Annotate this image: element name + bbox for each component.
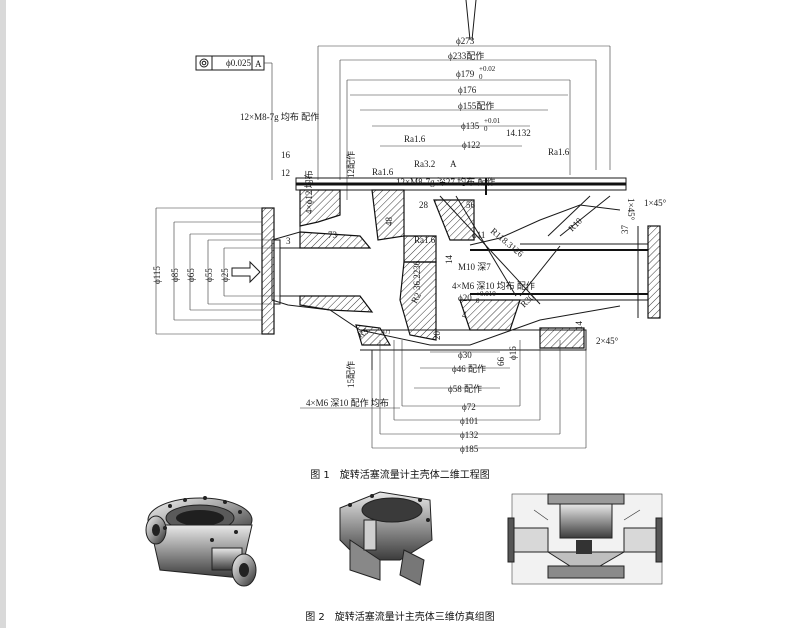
dim-d115: ϕ115 (152, 266, 162, 284)
dim-37: 37 (620, 225, 630, 235)
thread-4xm6-b: 4×M6 深10 配作 均布 (306, 397, 389, 408)
dim-12: 12 (281, 168, 290, 178)
dim-73: 73 (328, 230, 338, 240)
figure1-title: 旋转活塞流量计主壳体二维工程图 (339, 470, 490, 481)
ra16-b: Ra1.6 (548, 147, 570, 157)
dim-d16: ϕ16 (508, 346, 518, 360)
render-section-view (507, 493, 663, 585)
ra32: Ra3.2 (414, 159, 435, 169)
thread-12xm8-deep: 12×M8-7g 深27 均布 配作 (396, 176, 495, 187)
tolerance-datum: A (255, 59, 262, 69)
dim-d46: ϕ46 配作 (452, 363, 486, 374)
dim-28: 28 (419, 200, 429, 210)
thread-m10: M10 深7 (458, 262, 491, 272)
dim-d155: ϕ155配作 (458, 100, 494, 111)
dim-4: 4 (462, 310, 467, 320)
dim-d101: ϕ101 (460, 416, 478, 426)
dim-d65: ϕ65 (186, 268, 196, 282)
top-dimension-lines (317, 45, 611, 200)
housing-outline (231, 177, 661, 370)
dim-d185: ϕ185 (460, 444, 479, 454)
dim-d132: ϕ132 (460, 430, 478, 440)
dim-d135-tol0: 0 (484, 125, 488, 133)
dim-66: 66 (496, 357, 506, 367)
dim-d11: ϕ11 (472, 230, 485, 240)
datum-a: A (450, 159, 457, 169)
figure1-number: 图 1 (310, 470, 330, 481)
dim-d179: ϕ179 (456, 69, 475, 79)
dim-d72: ϕ72 (462, 402, 476, 412)
dim-d20-tol0: 0 (476, 297, 480, 305)
dim-d176: ϕ176 (458, 85, 477, 95)
page-edge (0, 0, 6, 628)
figure2-number: 图 2 (305, 612, 325, 623)
figure2-renders (145, 491, 663, 587)
dim-5: 5 (382, 329, 392, 334)
dim-d122: ϕ122 (462, 140, 480, 150)
dim-d135-tol: +0.01 (484, 117, 501, 125)
chamfer-1x45-a: 1×45° (626, 198, 636, 221)
dim-12-matched: 12配作 (345, 151, 356, 178)
dim-d20: ϕ20 (458, 293, 472, 303)
figure2-caption: 图 2 旋转活塞流量计主壳体三维仿真组图 (0, 608, 800, 623)
dim-14132: 14.132 (506, 128, 531, 138)
radius-r2: R2 (409, 291, 423, 305)
chamfer-1x45-b: 1×45° (644, 198, 667, 208)
dim-d55: ϕ55 (204, 268, 214, 282)
tolerance-frame (195, 55, 273, 180)
render-full-housing (145, 496, 257, 587)
dim-d20-tol: +0.010 (476, 290, 496, 298)
left-dimension-lines (155, 207, 280, 335)
figure2-title: 旋转活塞流量计主壳体三维仿真组图 (334, 612, 495, 623)
radius-r5: R5 (356, 326, 371, 340)
dim-3: 3 (286, 236, 291, 246)
dim-56: 56 (466, 200, 476, 210)
dim-36-2236: 36.2236 (412, 260, 422, 290)
dim-d25: ϕ25 (220, 268, 230, 282)
dim-d85: ϕ85 (170, 268, 180, 282)
dim-16: 16 (281, 150, 291, 160)
ra16-a: Ra1.6 (404, 134, 426, 144)
dim-48: 48 (384, 217, 394, 227)
ra16-c: Ra1.6 (372, 167, 394, 177)
dim-d135: ϕ135 (461, 121, 480, 131)
holes-4xd12: 4×ϕ12 均布 (303, 170, 314, 214)
bottom-dimension-lines (300, 340, 587, 449)
dim-d233: ϕ233配作 (448, 50, 484, 61)
thread-12xm8: 12×M8-7g 均布 配作 (240, 111, 319, 122)
dim-d58: ϕ58 配作 (448, 383, 482, 394)
dim-15-matched: 15配作 (345, 361, 356, 388)
thread-4xm6-a: 4×M6 深10 均布 配作 (452, 280, 535, 291)
figure1-caption: 图 1 旋转活塞流量计主壳体二维工程图 (0, 466, 800, 481)
dim-d179-tol0: 0 (479, 73, 483, 81)
render-section-cut (339, 491, 433, 586)
dim-d30: ϕ30 (458, 350, 472, 360)
dim-14-b: 14 (574, 321, 584, 331)
dim-d273: ϕ273 (456, 36, 475, 46)
dim-d179-tol: +0.02 (479, 65, 496, 73)
dim-14: 14 (444, 255, 454, 265)
dim-20: 20 (432, 331, 442, 341)
figure1-drawing: ϕ0.025 A ϕ273 ϕ233配作 ϕ179 +0.02 0 ϕ176 ϕ… (152, 0, 667, 454)
ra16-d: Ra1.6 (414, 235, 436, 245)
tolerance-value: ϕ0.025 (226, 58, 251, 68)
chamfer-2x45: 2×45° (596, 336, 619, 346)
